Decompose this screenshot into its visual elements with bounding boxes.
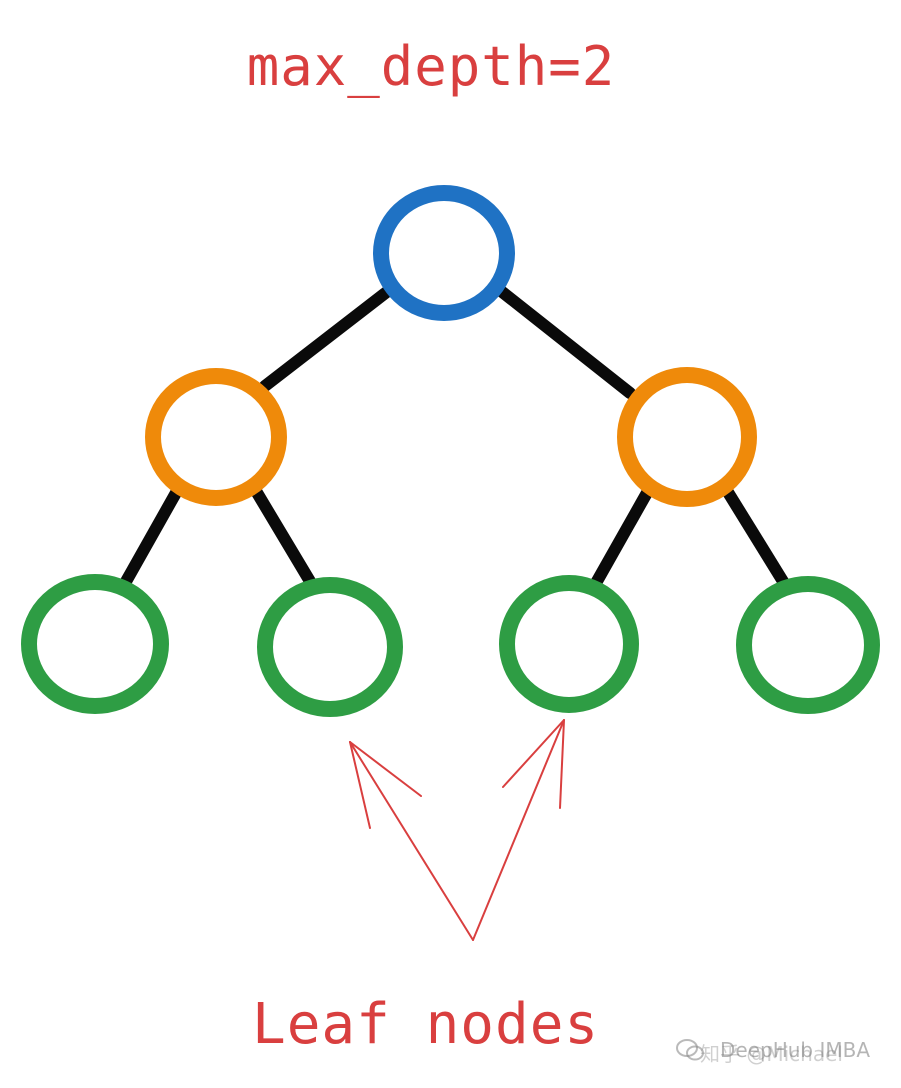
edge-right-leaf3 bbox=[590, 485, 654, 589]
internal-node-left bbox=[145, 368, 287, 506]
diagram-title: max_depth=2 bbox=[246, 35, 616, 98]
leaf-nodes-caption: Leaf nodes bbox=[252, 992, 600, 1057]
arrow-head-right-a bbox=[502, 719, 565, 788]
internal-node-right bbox=[617, 367, 757, 507]
annotation-arrows bbox=[349, 719, 565, 941]
arrow-shaft-left bbox=[349, 741, 474, 941]
edge-left-leaf2 bbox=[250, 485, 317, 589]
edge-left-leaf1 bbox=[118, 485, 183, 591]
arrow-head-left-b bbox=[349, 741, 422, 797]
leaf-node-3 bbox=[499, 575, 639, 713]
leaf-node-4 bbox=[736, 576, 880, 714]
watermark-primary: DeepHub IMBA bbox=[720, 1038, 871, 1062]
leaf-node-1 bbox=[21, 574, 169, 714]
arrow-shaft-right bbox=[472, 719, 565, 941]
watermark: 知乎 @Michael DeepHub IMBA bbox=[676, 1030, 891, 1070]
watermark-secondary: 知乎 @Michael bbox=[700, 1042, 843, 1066]
leaf-node-2 bbox=[257, 577, 403, 717]
edge-root-left bbox=[259, 285, 394, 392]
root-node bbox=[373, 185, 515, 321]
wechat-logo-icon bbox=[676, 1039, 704, 1061]
arrow-head-right-b bbox=[559, 719, 565, 809]
edge-right-leaf4 bbox=[720, 483, 790, 589]
edge-root-right bbox=[495, 285, 636, 399]
tree-edges bbox=[118, 285, 790, 591]
arrow-head-left-a bbox=[349, 741, 371, 829]
